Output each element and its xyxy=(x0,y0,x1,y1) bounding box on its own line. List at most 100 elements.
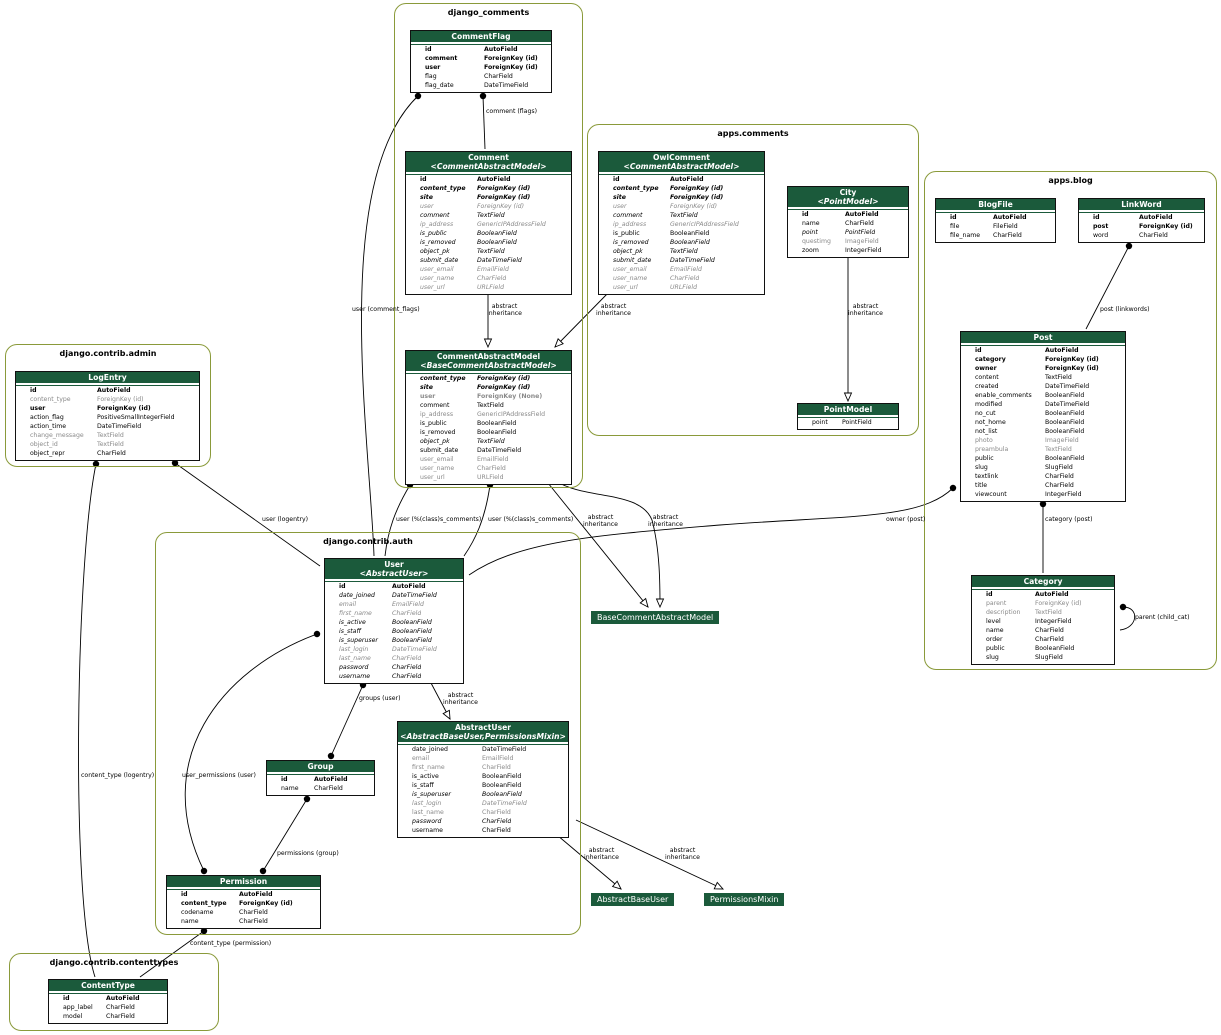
cluster-title: apps.blog xyxy=(1048,176,1093,185)
field-name: site xyxy=(420,384,433,391)
field-type: BooleanField xyxy=(1035,645,1075,652)
field-type: BooleanField xyxy=(670,239,710,246)
external-model-abstractbaseuser[interactable]: AbstractBaseUser xyxy=(591,893,675,906)
field-type: CharField xyxy=(392,664,422,671)
cluster-title: django.contrib.admin xyxy=(59,349,157,358)
field-name: enable_comments xyxy=(975,392,1032,399)
field-row: viewcount IntegerField xyxy=(961,490,1125,499)
field-name: owner xyxy=(975,365,997,372)
field-type: ForeignKey (None) xyxy=(477,393,543,400)
field-type: DateTimeField xyxy=(482,800,527,807)
edge-abstract-inheritance xyxy=(556,834,622,890)
field-type: BooleanField xyxy=(392,619,432,626)
field-name: username xyxy=(339,673,371,680)
field-name: is_active xyxy=(412,773,439,780)
model-header: Post xyxy=(961,332,1125,345)
edge-label-category-post: category (post) xyxy=(1045,516,1093,523)
model-header: OwlComment<CommentAbstractModel> xyxy=(599,152,764,174)
field-name: content_type xyxy=(181,900,227,907)
edge-endpoint-dot xyxy=(479,92,487,100)
field-type: CharField xyxy=(1139,232,1168,239)
edge-content-type-logentry xyxy=(78,463,97,978)
field-type: ForeignKey (id) xyxy=(670,185,724,192)
edge-label-post-linkwords: post (linkwords) xyxy=(1100,306,1150,313)
field-name: content_type xyxy=(420,185,466,192)
field-type: IntegerField xyxy=(1045,491,1082,498)
field-type: CharField xyxy=(484,73,513,80)
field-type: IntegerField xyxy=(845,247,882,254)
field-name: name xyxy=(986,627,1004,634)
field-name: word xyxy=(1093,232,1109,239)
edge-label-abstract-inheritance: abstract inheritance xyxy=(665,847,700,861)
field-type: ForeignKey (id) xyxy=(477,185,531,192)
field-name: id xyxy=(802,211,809,218)
field-type: CharField xyxy=(1045,473,1074,480)
model-header: Category xyxy=(972,576,1114,589)
field-name: viewcount xyxy=(975,491,1007,498)
field-name: id xyxy=(975,347,982,354)
field-type: CharField xyxy=(477,275,507,282)
field-type: AutoField xyxy=(1045,347,1079,354)
field-name: content_type xyxy=(30,396,71,403)
model-header: LogEntry xyxy=(16,372,199,385)
field-type: TextField xyxy=(477,212,505,219)
field-type: CharField xyxy=(97,450,126,457)
field-name: category xyxy=(975,356,1006,363)
field-type: BooleanField xyxy=(392,628,432,635)
field-name: id xyxy=(30,387,37,394)
edge-label-abstract-inheritance: abstract inheritance xyxy=(443,692,478,706)
external-model-basecommentabstractmodel[interactable]: BaseCommentAbstractModel xyxy=(591,611,720,624)
field-name: created xyxy=(975,383,999,390)
field-name: codename xyxy=(181,909,214,916)
field-type: CharField xyxy=(1045,482,1074,489)
edge-label-abstract-inheritance: abstract inheritance xyxy=(584,847,619,861)
field-name: id xyxy=(181,891,188,898)
edge-user-comment-flags xyxy=(361,95,419,557)
edge-endpoint-dot xyxy=(200,927,208,935)
external-model-permissionsmixin[interactable]: PermissionsMixin xyxy=(704,893,785,906)
model-title: Comment xyxy=(468,153,509,162)
inheritance-arrowhead xyxy=(483,338,493,349)
field-type: DateTimeField xyxy=(97,423,142,430)
model-abstractuser[interactable]: AbstractUser<AbstractBaseUser,Permission… xyxy=(397,721,569,838)
model-comment-abstract-model[interactable]: CommentAbstractModel<BaseCommentAbstract… xyxy=(405,350,572,485)
field-type: ImageField xyxy=(845,238,879,245)
field-name: not_home xyxy=(975,419,1006,426)
field-name: title xyxy=(975,482,988,489)
